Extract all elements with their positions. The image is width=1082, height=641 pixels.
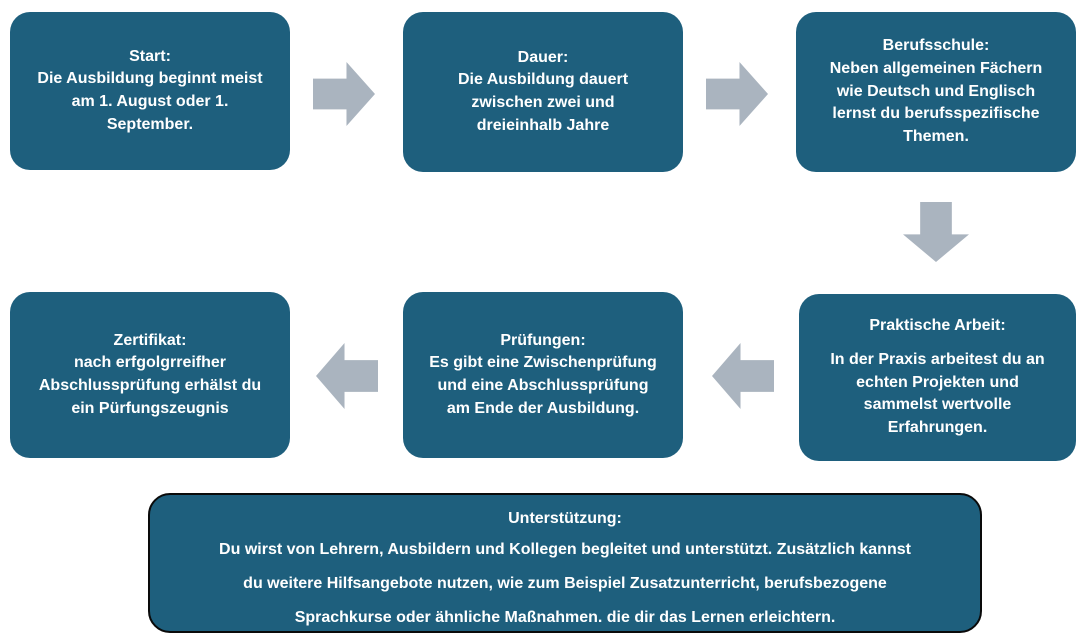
arrow-right-icon	[706, 62, 768, 126]
flow-box-unterstuetzung: Unterstützung: Du wirst von Lehrern, Aus…	[148, 493, 982, 633]
box-body: In der Praxis arbeitest du an echten Pro…	[830, 350, 1045, 437]
box-body: nach erfgolgrreifher Abschlussprüfung er…	[38, 354, 262, 417]
box-body: Die Ausbildung dauert zwischen zwei und …	[457, 71, 629, 134]
flow-box-start: Start: Die Ausbildung beginnt meist am 1…	[10, 12, 290, 170]
box-body: Du wirst von Lehrern, Ausbildern und Kol…	[219, 540, 911, 626]
flow-box-pruefungen: Prüfungen: Es gibt eine Zwischenprüfung …	[403, 292, 683, 458]
box-title: Unterstützung:	[508, 510, 622, 527]
box-title: Berufsschule:	[882, 37, 990, 55]
box-body: Es gibt eine Zwischenprüfung und eine Ab…	[429, 354, 657, 417]
arrow-left-icon	[712, 343, 774, 409]
flow-box-berufsschule: Berufsschule: Neben allgemeinen Fächern …	[796, 12, 1076, 172]
box-title: Praktische Arbeit:	[869, 317, 1006, 335]
box-title: Dauer:	[517, 48, 569, 66]
arrow-left-icon	[316, 343, 378, 409]
arrow-down-icon	[903, 202, 969, 262]
arrow-right-icon	[313, 62, 375, 126]
box-title: Start:	[129, 47, 171, 65]
box-body: Neben allgemeinen Fächern wie Deutsch un…	[829, 59, 1043, 146]
flow-box-dauer: Dauer: Die Ausbildung dauert zwischen zw…	[403, 12, 683, 172]
box-body: Die Ausbildung beginnt meist am 1. Augus…	[37, 70, 263, 133]
box-title: Zertifikat:	[113, 331, 187, 349]
flow-box-zertifikat: Zertifikat: nach erfgolgrreifher Abschlu…	[10, 292, 290, 458]
box-title: Prüfungen:	[500, 331, 586, 349]
flow-box-praktische-arbeit: Praktische Arbeit: In der Praxis arbeite…	[799, 294, 1076, 461]
